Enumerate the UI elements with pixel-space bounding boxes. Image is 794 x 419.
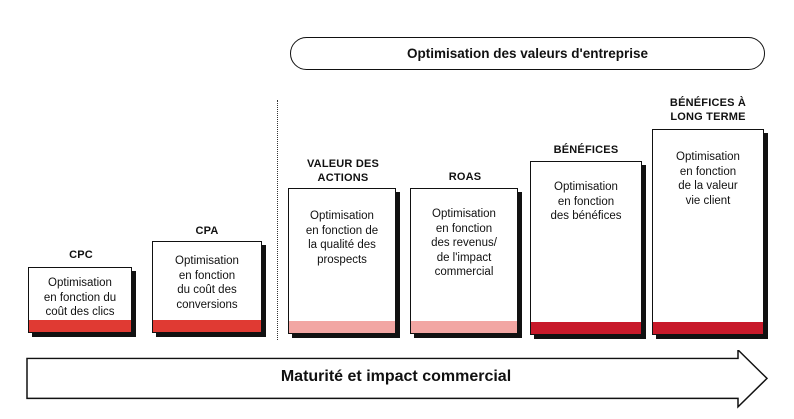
stage-title-roas: ROAS [448,171,482,183]
stage-text-roas: Optimisation en fonction des revenus/ de… [431,208,497,278]
stage-card-roas: Optimisation en fonction des revenus/ de… [410,188,518,334]
stage-title-cpa: CPA [195,225,219,237]
maturity-arrow-label: Maturité et impact commercial [280,368,512,385]
stage-bar-roas [411,321,517,333]
maturity-arrow [26,350,769,409]
stage-title-action-value: VALEUR DES ACTIONS [306,158,380,184]
stage-card-cpa: Optimisation en fonction du coût des con… [152,241,262,333]
stage-bar-long-term-profit [653,322,763,334]
stage-bar-action-value [289,321,395,333]
stage-bar-cpc [29,320,131,332]
stage-card-action-value: Optimisation en fonction de la qualité d… [288,188,396,334]
business-value-banner: Optimisation des valeurs d'entreprise [290,37,765,70]
stage-divider [277,100,278,340]
stage-card-profit: Optimisation en fonction des bénéfices [530,161,642,335]
stage-title-long-term-profit: BÉNÉFICES À LONG TERME [669,97,747,123]
stage-bar-cpa [153,320,261,332]
stage-text-cpa: Optimisation en fonction du coût des con… [175,255,239,311]
business-value-label: Optimisation des valeurs d'entreprise [406,46,649,61]
stage-card-long-term-profit: Optimisation en fonction de la valeur vi… [652,129,764,335]
stage-card-cpc: Optimisation en fonction du coût des cli… [28,267,132,333]
stage-text-profit: Optimisation en fonction des bénéfices [550,181,622,222]
stage-title-cpc: CPC [69,249,93,261]
stage-text-action-value: Optimisation en fonction de la qualité d… [305,210,379,266]
stage-text-long-term-profit: Optimisation en fonction de la valeur vi… [676,151,740,207]
stage-text-cpc: Optimisation en fonction du coût des cli… [43,277,117,318]
stage-title-profit: BÉNÉFICES [553,144,619,156]
stage-bar-profit [531,322,641,334]
